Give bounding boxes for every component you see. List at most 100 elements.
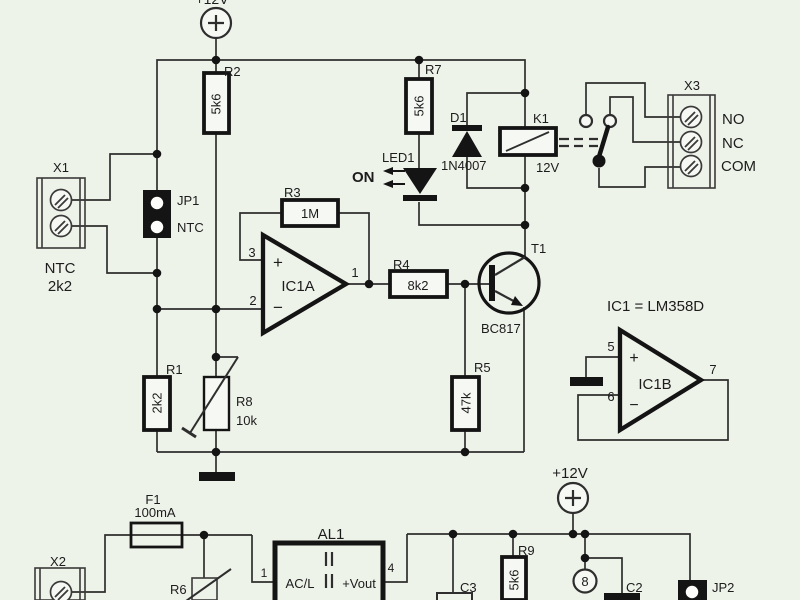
r9-value: 5k6 <box>507 570 522 591</box>
ic1a-pin1-label: 1 <box>351 265 358 280</box>
r9-ref: R9 <box>518 543 535 558</box>
junction-dot <box>448 529 458 539</box>
ic1a-plus-icon: + <box>273 253 283 272</box>
wire-x1-bottom <box>71 225 157 274</box>
wire-led-bottom <box>418 202 525 226</box>
terminal-rails <box>39 568 81 600</box>
al1-ref: AL1 <box>318 526 345 543</box>
plus-icon <box>208 15 224 31</box>
screw-slot <box>54 586 69 600</box>
led-bar <box>403 195 437 201</box>
x3-no-label: NO <box>722 111 745 128</box>
r7-ref: R7 <box>425 62 442 77</box>
wire-al1-pin4 <box>383 534 408 583</box>
screw-slot <box>54 194 69 209</box>
r8-value: 10k <box>236 413 257 428</box>
contact-nc-pole <box>602 113 618 129</box>
k1-value: 12V <box>536 160 559 175</box>
screw-slot <box>684 160 699 175</box>
al1-acl-label: AC/L <box>286 576 315 591</box>
wire-ic1b-pin5 <box>585 356 620 377</box>
contact-pivot <box>592 154 606 168</box>
isolation-bars-icon <box>324 552 334 588</box>
jumper-pin <box>149 219 165 235</box>
r7-value: 5k6 <box>412 96 427 117</box>
jumper-pin <box>149 195 165 211</box>
junction-dot <box>152 268 162 278</box>
wire-al1-pin1 <box>251 535 275 583</box>
wire-contact-nc <box>609 96 681 143</box>
wire-pin3-r3 <box>239 212 282 261</box>
junction-dots <box>152 55 590 563</box>
ic1-note: IC1 = LM358D <box>607 298 704 315</box>
led1-state-label: ON <box>352 169 375 186</box>
transistor-collector <box>494 256 526 276</box>
ic1b-ref: IC1B <box>638 376 671 393</box>
f1-value: 100mA <box>134 505 176 520</box>
r6-ref: R6 <box>170 582 187 597</box>
trimmer-r8-wiper <box>189 356 239 434</box>
jp1-label: NTC <box>177 220 204 235</box>
c2-ref: C2 <box>626 580 643 595</box>
terminal-rails <box>672 95 711 188</box>
vcc-symbol-bottom <box>556 481 590 515</box>
vcc-bottom-label: +12V <box>552 465 587 482</box>
junction-dot <box>152 304 162 314</box>
terminal-x2 <box>34 567 86 600</box>
x3-ref: X3 <box>684 78 700 93</box>
r1-value: 2k2 <box>150 393 165 414</box>
vcc-symbol-top <box>199 6 233 40</box>
diode-d1 <box>452 125 482 157</box>
diode-triangle <box>452 131 482 157</box>
x3-com-label: COM <box>721 158 756 175</box>
d1-value: 1N4007 <box>441 158 487 173</box>
wire-d1-top <box>466 92 525 126</box>
junction-dot <box>199 530 209 540</box>
r8-ref: R8 <box>236 394 253 409</box>
junction-dot <box>580 529 590 539</box>
d1-ref: D1 <box>450 110 467 125</box>
terminal-x1 <box>36 177 86 249</box>
fuse-f1 <box>129 521 184 549</box>
r3-value: 1M <box>301 206 319 221</box>
t1-ref: T1 <box>531 241 546 256</box>
terminal-rails <box>41 178 81 248</box>
junction-dot <box>460 279 470 289</box>
f1-ref: F1 <box>145 492 160 507</box>
junction-dot <box>520 220 530 230</box>
resistor-r9 <box>500 555 528 600</box>
terminal-body <box>34 567 86 600</box>
opamp-ic1a <box>260 231 351 337</box>
wire-x1-top <box>71 153 157 201</box>
t1-value: BC817 <box>481 321 521 336</box>
ic1a-minus-icon: − <box>273 298 283 317</box>
k1-ref: K1 <box>533 111 549 126</box>
opamp-ic1b <box>617 326 706 434</box>
terminal-body <box>667 94 716 189</box>
ic1b-plus-icon: + <box>629 350 638 367</box>
relay-coil-diagonal <box>505 131 550 152</box>
plus-icon <box>565 490 581 506</box>
jumper-pin <box>684 584 700 600</box>
terminal-body <box>36 177 86 249</box>
contact-arm <box>595 124 611 163</box>
led-arrow-head <box>383 167 393 175</box>
wire-bottom-rail <box>407 533 691 580</box>
relay-link-dashes <box>559 137 598 148</box>
varistor-r6 <box>191 577 218 600</box>
led1-ref: LED1 <box>382 150 415 165</box>
capacitor-c2-plate <box>604 593 640 600</box>
r5-value: 47k <box>459 392 474 413</box>
junction-dot <box>364 279 374 289</box>
al1-vout-label: +Vout <box>342 576 376 591</box>
screw-slot <box>684 111 699 126</box>
resistor-r4 <box>388 269 449 299</box>
terminal-x3 <box>667 94 716 189</box>
ground-icon <box>570 377 603 386</box>
ic1a-pin3-label: 3 <box>248 245 255 260</box>
ic1b-pin5-label: 5 <box>607 339 614 354</box>
x1-line2: 2k2 <box>48 278 72 295</box>
jumper-jp1 <box>143 190 171 238</box>
junction-dot <box>568 529 578 539</box>
